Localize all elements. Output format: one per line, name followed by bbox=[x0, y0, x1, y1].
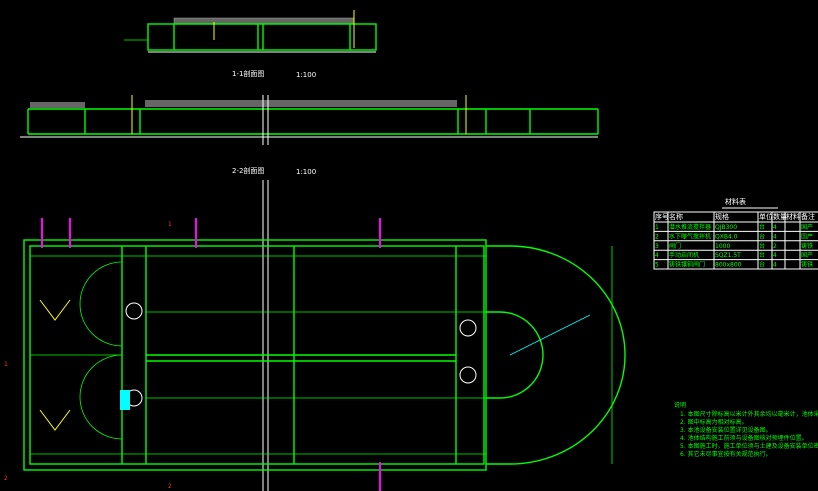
material-table-title: 材料表 bbox=[725, 197, 746, 206]
table-cell: 国产 bbox=[801, 251, 813, 259]
section-marker: 2 bbox=[168, 483, 172, 490]
section-2-2-title: 2-2剖面图 bbox=[232, 166, 264, 175]
table-cell: 4 bbox=[773, 233, 777, 240]
table-cell: 铸铁镶铜闸门 bbox=[669, 261, 705, 269]
note-item: 3. 本池设备安装位置详见设备图。 bbox=[680, 426, 772, 434]
section-marker: 1 bbox=[168, 221, 172, 228]
table-cell: 4 bbox=[655, 252, 659, 259]
table-cell: SQZ1.5T bbox=[715, 252, 741, 259]
table-cell: 台 bbox=[759, 251, 765, 259]
section-marker: 2 bbox=[4, 475, 8, 482]
table-cell: QJB300 bbox=[715, 224, 737, 231]
section-1-1-scale: 1:100 bbox=[296, 71, 316, 79]
table-cell: 台 bbox=[759, 232, 765, 240]
table-cell: 水下曝气搅拌机 bbox=[669, 232, 711, 240]
table-cell: 铸铁 bbox=[801, 242, 813, 250]
note-item: 2. 图中标高为相对标高。 bbox=[680, 418, 748, 426]
section-marker: 1 bbox=[4, 361, 8, 368]
table-cell: 4 bbox=[773, 252, 777, 259]
section-2-2-scale: 1:100 bbox=[296, 168, 316, 176]
table-cell: 4 bbox=[773, 224, 777, 231]
section-1-1-drawing bbox=[124, 10, 377, 53]
table-cell: 4 bbox=[773, 262, 777, 269]
table-cell: 1000 bbox=[715, 243, 730, 250]
table-header: 规格 bbox=[715, 212, 729, 221]
table-cell: 闸门 bbox=[669, 242, 681, 250]
material-table: 材料表 序号名称 规格 单位数量材料备注 1 潜水推流搅拌器 QJB300 台 4 国产 2 水下曝… bbox=[653, 197, 818, 270]
note-item: 6. 其它未尽事宜按有关规范执行。 bbox=[680, 450, 772, 458]
table-cell: 手动启闭机 bbox=[669, 251, 699, 259]
table-cell: 2 bbox=[773, 243, 777, 250]
table-cell: 800x800 bbox=[715, 262, 742, 269]
table-header: 材料 bbox=[786, 212, 800, 221]
note-item: 1. 本图尺寸除标高以米计外其余均以毫米计，池体采用钢筋混凝土结构。 bbox=[680, 410, 818, 418]
table-cell: 3 bbox=[655, 243, 659, 250]
plan-view bbox=[23, 180, 626, 491]
note-item: 4. 池体结构施工前须与设备图核对预埋件位置。 bbox=[680, 434, 808, 442]
table-cell: 台 bbox=[759, 223, 765, 231]
table-header: 数量 bbox=[773, 212, 787, 221]
notes-title: 说明 bbox=[674, 401, 686, 409]
table-header: 单位 bbox=[759, 212, 773, 221]
table-header: 序号 bbox=[655, 212, 669, 221]
table-cell: 潜水推流搅拌器 bbox=[669, 223, 711, 231]
table-header: 备注 bbox=[801, 212, 815, 221]
table-cell: 5 bbox=[655, 262, 659, 269]
table-header: 名称 bbox=[669, 212, 683, 221]
table-cell: 台 bbox=[759, 242, 765, 250]
table-cell: 台 bbox=[759, 261, 765, 269]
table-cell: 1 bbox=[655, 224, 659, 231]
table-cell: 国产 bbox=[801, 232, 813, 240]
table-cell: 铸铁 bbox=[801, 261, 813, 269]
note-item: 5. 本图施工时，施工单位须与土建及设备安装单位密切配合，确保质量。 bbox=[680, 442, 818, 450]
table-cell: 国产 bbox=[801, 223, 813, 231]
section-2-2-drawing bbox=[20, 95, 599, 145]
table-cell: QXB4.0 bbox=[715, 233, 738, 240]
notes: 说明 1. 本图尺寸除标高以米计外其余均以毫米计，池体采用钢筋混凝土结构。2. … bbox=[674, 401, 818, 458]
table-cell: 2 bbox=[655, 233, 659, 240]
section-1-1-title: 1-1剖面图 bbox=[232, 69, 264, 78]
